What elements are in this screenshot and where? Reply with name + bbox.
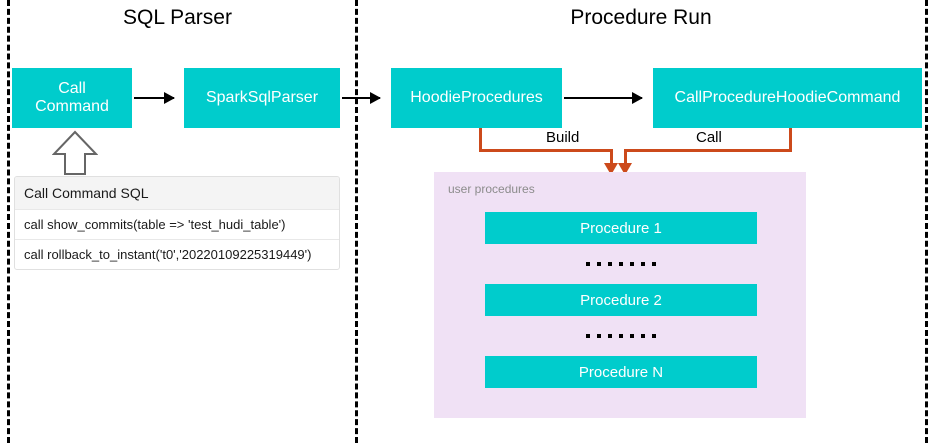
sql-table-row: call show_commits(table => 'test_hudi_ta… xyxy=(15,209,339,239)
sql-table-header: Call Command SQL xyxy=(15,177,339,209)
node-call-command[interactable]: Call Command xyxy=(12,68,132,128)
up-arrow-icon xyxy=(51,130,99,176)
node-call-procedure-hoodie-command[interactable]: CallProcedureHoodieCommand xyxy=(653,68,922,128)
sql-table-row: call rollback_to_instant('t0','202201092… xyxy=(15,239,339,269)
connector-call-drop xyxy=(624,149,627,165)
section-divider-middle xyxy=(355,0,358,443)
node-spark-sql-parser[interactable]: SparkSqlParser xyxy=(184,68,340,128)
procedure-ellipsis xyxy=(485,248,757,280)
section-divider-right xyxy=(925,0,928,443)
edge-label-build: Build xyxy=(546,129,580,146)
arrow-hoodie-procedures-to-call-procedure-command xyxy=(564,92,643,104)
section-title-procedure-run: Procedure Run xyxy=(570,6,712,29)
connector-build-drop xyxy=(610,149,613,165)
user-procedures-panel: user procedures Procedure 1 Procedure 2 … xyxy=(434,172,806,418)
procedure-ellipsis xyxy=(485,320,757,352)
node-call-command-line2: Command xyxy=(35,98,109,115)
arrow-spark-sql-parser-to-hoodie-procedures xyxy=(342,92,381,104)
edge-label-call: Call xyxy=(696,129,722,146)
call-command-sql-table: Call Command SQL call show_commits(table… xyxy=(14,176,340,270)
section-divider-left xyxy=(7,0,10,443)
connector-build-horizontal xyxy=(479,149,613,152)
user-procedure-item[interactable]: Procedure 1 xyxy=(485,212,757,244)
connector-build-vertical xyxy=(479,128,482,152)
user-procedures-label: user procedures xyxy=(448,182,535,196)
user-procedure-item[interactable]: Procedure 2 xyxy=(485,284,757,316)
user-procedure-item[interactable]: Procedure N xyxy=(485,356,757,388)
node-call-command-line1: Call xyxy=(58,79,86,97)
connector-call-horizontal xyxy=(624,149,792,152)
arrow-call-command-to-spark-sql-parser xyxy=(134,92,175,104)
section-title-sql-parser: SQL Parser xyxy=(123,6,232,29)
connector-call-vertical xyxy=(789,128,792,152)
node-hoodie-procedures[interactable]: HoodieProcedures xyxy=(391,68,562,128)
